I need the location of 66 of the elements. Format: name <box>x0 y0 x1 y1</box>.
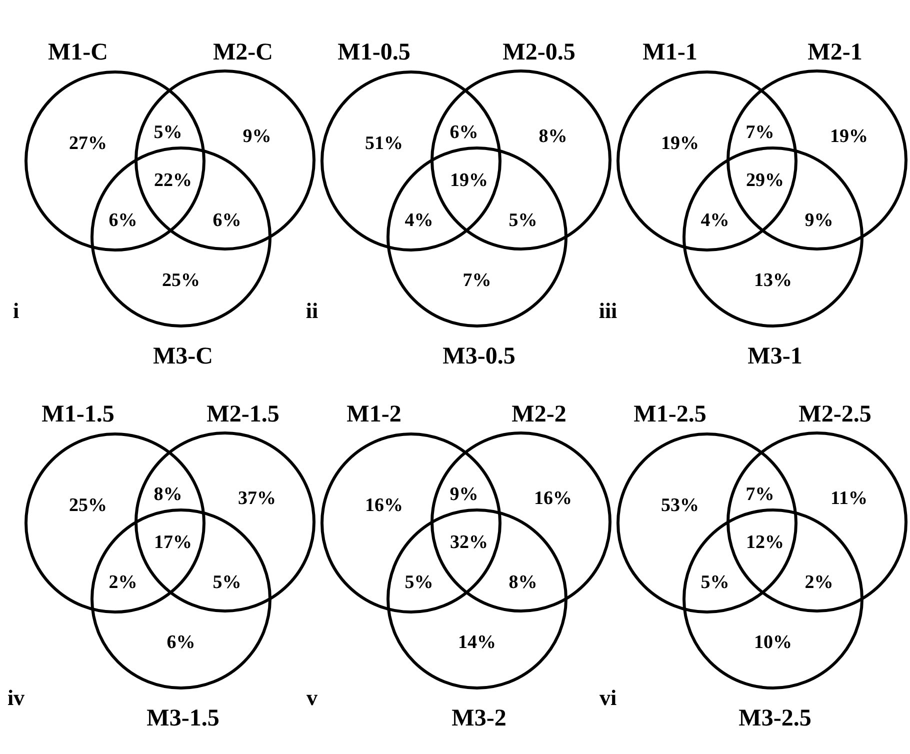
panel-numeral: v <box>306 685 318 711</box>
set-label: M1-2 <box>346 402 402 428</box>
region-percentage: 19% <box>661 133 699 155</box>
region-percentage: 6% <box>212 210 242 232</box>
region-percentage: 51% <box>365 133 403 155</box>
region-percentage: 32% <box>450 532 488 554</box>
region-percentage: 9% <box>242 126 272 148</box>
set-label: M2-2 <box>512 402 566 428</box>
set-label: M2-2.5 <box>798 402 872 428</box>
set-label: M3-2 <box>452 706 506 732</box>
set-label: M3-C <box>153 344 213 370</box>
panel-numeral: iii <box>598 298 618 324</box>
set-label: M2-1.5 <box>206 402 280 428</box>
region-percentage: 17% <box>154 532 192 554</box>
region-percentage: 25% <box>162 270 200 292</box>
region-percentage: 14% <box>458 632 496 654</box>
region-percentage: 7% <box>746 122 774 144</box>
region-percentage: 16% <box>365 495 403 517</box>
region-percentage: 8% <box>154 484 182 506</box>
set-label: M3-2.5 <box>738 706 812 732</box>
region-percentage: 10% <box>754 632 792 654</box>
set-label: M1-1 <box>642 40 698 66</box>
set-label: M2-C <box>213 40 273 66</box>
set-label: M1-2.5 <box>634 402 706 428</box>
region-percentage: 9% <box>450 484 478 506</box>
panel-numeral: iv <box>7 685 25 711</box>
set-label: M3-0.5 <box>442 344 516 370</box>
region-percentage: 9% <box>804 210 834 232</box>
region-percentage: 5% <box>154 122 182 144</box>
region-percentage: 37% <box>238 488 276 510</box>
region-percentage: 2% <box>804 572 834 594</box>
panel-numeral: ii <box>306 298 318 324</box>
region-percentage: 12% <box>746 532 784 554</box>
set-label: M2-0.5 <box>502 40 576 66</box>
region-percentage: 11% <box>830 488 868 510</box>
region-percentage: 6% <box>450 122 478 144</box>
region-percentage: 5% <box>700 572 730 594</box>
region-percentage: 27% <box>69 133 107 155</box>
region-percentage: 16% <box>534 488 572 510</box>
set-label: M1-0.5 <box>338 40 410 66</box>
panel-numeral: vi <box>599 685 617 711</box>
set-label: M3-1.5 <box>146 706 220 732</box>
region-percentage: 53% <box>661 495 699 517</box>
region-percentage: 19% <box>450 170 488 192</box>
set-label: M3-1 <box>748 344 802 370</box>
region-percentage: 7% <box>462 270 492 292</box>
region-percentage: 2% <box>108 572 138 594</box>
region-percentage: 4% <box>404 210 434 232</box>
region-percentage: 8% <box>538 126 568 148</box>
region-percentage: 6% <box>166 632 196 654</box>
region-percentage: 13% <box>754 270 792 292</box>
region-percentage: 5% <box>508 210 538 232</box>
region-percentage: 5% <box>212 572 242 594</box>
set-label: M1-C <box>48 40 108 66</box>
set-label: M2-1 <box>808 40 862 66</box>
region-percentage: 8% <box>508 572 538 594</box>
region-percentage: 19% <box>830 126 868 148</box>
region-percentage: 4% <box>700 210 730 232</box>
set-label: M1-1.5 <box>42 402 114 428</box>
region-percentage: 6% <box>108 210 138 232</box>
panel-numeral: i <box>12 298 20 324</box>
region-percentage: 5% <box>404 572 434 594</box>
region-percentage: 29% <box>746 170 784 192</box>
region-percentage: 7% <box>746 484 774 506</box>
region-percentage: 25% <box>69 495 107 517</box>
region-percentage: 22% <box>154 170 192 192</box>
